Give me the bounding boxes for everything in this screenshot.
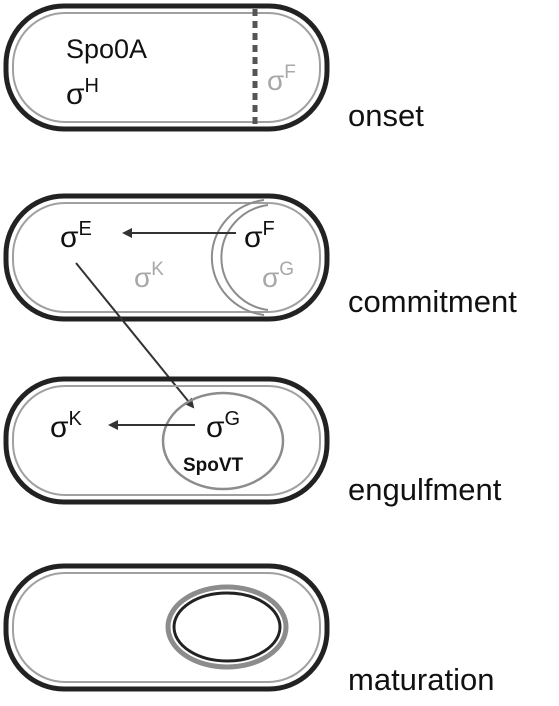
stage-label-maturation: maturation bbox=[348, 662, 494, 697]
maturation-cell bbox=[3, 563, 330, 692]
forespore-outer-membrane bbox=[210, 199, 265, 316]
mature-spore-coat bbox=[165, 584, 289, 670]
sigma-e-label: σE bbox=[60, 218, 92, 254]
spovt-label: SpoVT bbox=[183, 455, 244, 476]
sigma-f-label-commitment: σF bbox=[244, 218, 275, 254]
sigma-k-label-engulfment: σK bbox=[50, 408, 83, 444]
engulfment-cell bbox=[3, 376, 330, 505]
stage-label-onset: onset bbox=[348, 98, 424, 133]
forespore-inner-membrane bbox=[220, 204, 269, 311]
commitment-cell bbox=[3, 193, 330, 322]
sigma-g-label-engulfment: σG bbox=[206, 408, 240, 444]
sigma-h-label: σH bbox=[66, 75, 99, 111]
spo0a-label: Spo0A bbox=[66, 34, 147, 64]
onset-cell bbox=[3, 3, 330, 132]
engulfed-forespore bbox=[161, 391, 285, 491]
stage-label-commitment: commitment bbox=[348, 284, 517, 319]
sigma-f-label: σF bbox=[267, 62, 296, 96]
sigma-g-label-commitment: σG bbox=[262, 259, 294, 293]
sigma-k-label-commitment: σK bbox=[134, 259, 164, 293]
arrow-sigma-e-to-sigma-g bbox=[75, 262, 195, 409]
mature-spore-core bbox=[172, 591, 282, 663]
stage-label-engulfment: engulfment bbox=[348, 472, 502, 507]
